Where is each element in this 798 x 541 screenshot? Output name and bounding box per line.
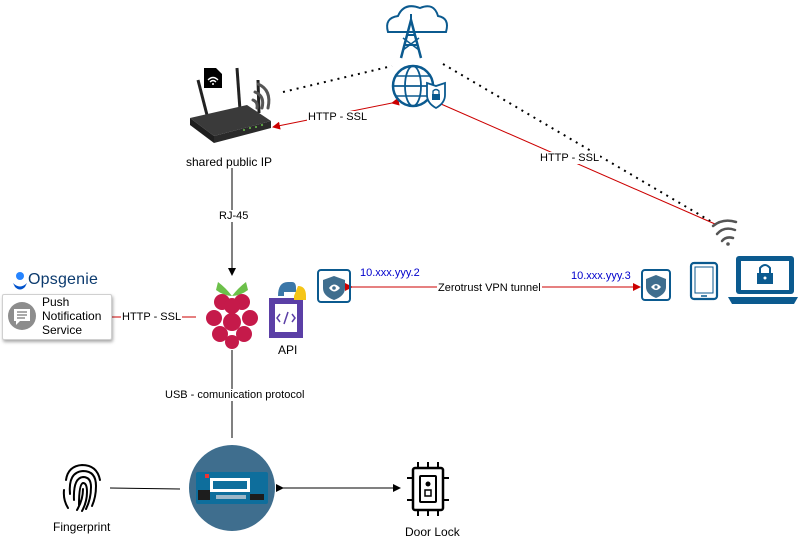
dotted-link-router-cloud [282, 65, 393, 93]
opsgenie-logo-icon [13, 272, 27, 290]
wifi-icon [251, 82, 271, 110]
cloud-tower-icon [386, 5, 448, 59]
rj45-label: RJ-45 [218, 210, 250, 222]
pi-push-link-label: HTTP - SSL [121, 311, 183, 323]
router-icon [190, 67, 271, 143]
usb-label: USB - comunication protocol [164, 389, 306, 401]
dotted-link-cloud-laptop [442, 63, 713, 223]
api-label: API [278, 343, 298, 357]
fingerprint-label: Fingerprint [53, 520, 111, 534]
ip-local-label: 10.xxx.yyy.2 [360, 267, 420, 279]
router-cloud-link-label: HTTP - SSL [307, 111, 369, 123]
vpn-shield-icon [317, 269, 351, 303]
arduino-board-icon [189, 445, 275, 531]
link-fingerprint-arduino [109, 487, 181, 490]
router-label: shared public IP [186, 155, 273, 169]
door-lock-label: Door Lock [405, 525, 460, 539]
link-cloud-laptop [432, 97, 716, 225]
raspberry-pi-icon [206, 282, 258, 349]
laptop-lock-icon [728, 256, 798, 304]
fingerprint-icon [62, 463, 101, 512]
python-api-icon [269, 282, 306, 338]
opsgenie-title: Opsgenie [28, 271, 99, 288]
wifi-icon [711, 219, 738, 246]
vpn-tunnel-label: Zerotrust VPN tunnel [437, 282, 542, 294]
cloud-laptop-link-label: HTTP - SSL [539, 152, 601, 164]
door-lock-icon [407, 462, 449, 516]
push-line-1: Push [42, 295, 70, 309]
globe-shield-icon [391, 64, 446, 110]
push-notification-label: Push Notification Service [42, 295, 101, 337]
vpn-shield-icon [641, 269, 671, 301]
push-line-3: Service [42, 323, 83, 337]
ip-remote-label: 10.xxx.yyy.3 [571, 270, 631, 282]
tablet-icon [689, 261, 719, 301]
push-line-2: Notification [42, 309, 102, 323]
sim-card-icon [204, 68, 222, 88]
